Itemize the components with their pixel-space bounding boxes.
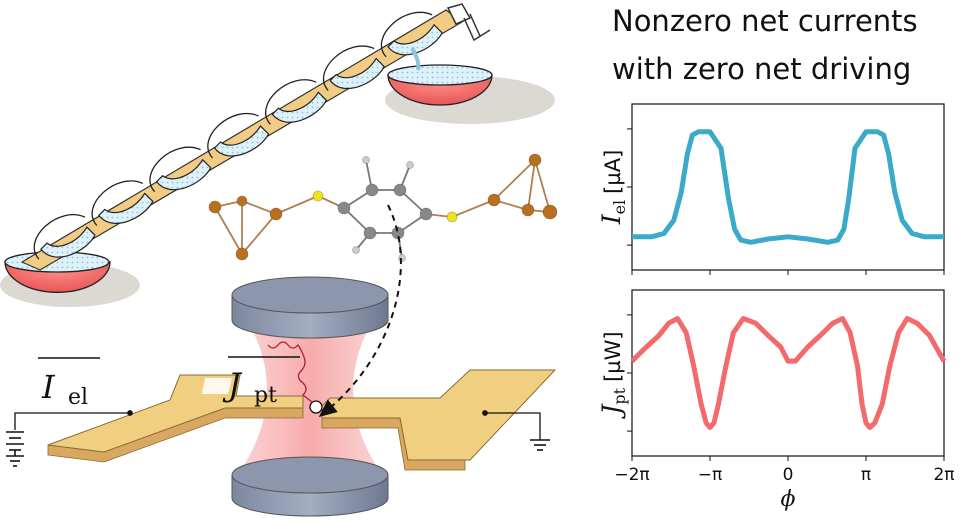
molecule-bond [493, 159, 536, 201]
molecule-atom [208, 200, 222, 214]
junction-molecule-icon [309, 400, 323, 414]
molecule-bond [343, 207, 371, 234]
archimedes-screw [0, 3, 555, 307]
molecule-bond [241, 213, 277, 255]
molecule-bond [214, 206, 243, 255]
title-line-1: Nonzero net currents [612, 4, 918, 38]
x-tick-label: 0 [783, 465, 794, 485]
plot-frame [631, 103, 945, 271]
hand-crank-icon [446, 3, 491, 42]
helix-turn [149, 146, 212, 193]
molecule-bond [534, 159, 551, 213]
battery-icon [6, 431, 24, 456]
molecule-atom [365, 183, 379, 197]
molecule-atom [406, 161, 414, 169]
ground-icon [6, 455, 24, 467]
molecule-atom [446, 211, 458, 223]
photon-wiggle [267, 341, 313, 403]
zoom-arrow [318, 204, 402, 418]
molecule-atom [528, 153, 542, 167]
molecule-atom [362, 156, 370, 164]
molecule-atom [337, 201, 351, 215]
svg-text:J: J [222, 366, 243, 404]
bottom-lens [231, 456, 389, 517]
series-line [632, 129, 944, 245]
x-tick-label: −π [698, 465, 722, 485]
left-electrode [47, 374, 304, 463]
molecule-atom [235, 247, 249, 261]
molecule-atom [393, 183, 407, 197]
molecule-atom [542, 204, 558, 220]
svg-text:el: el [68, 385, 88, 410]
helix-turn [33, 214, 96, 260]
svg-text:I: I [41, 368, 56, 406]
molecule-bond [241, 200, 277, 215]
electrodes [47, 369, 557, 471]
helix-turn [91, 180, 154, 226]
top-lens [231, 276, 389, 339]
molecule-atom [352, 246, 360, 254]
helix-turn [265, 79, 328, 125]
laser-cavity [231, 276, 389, 517]
molecule-atom [521, 203, 535, 217]
chart-heat-current: −2π −π 0 π 2π Jpt[µW] ϕ [597, 289, 955, 512]
molecule-atom [269, 207, 283, 221]
label-current-pt: J pt [222, 356, 300, 408]
molecule-bond [527, 159, 536, 211]
series-line [630, 316, 947, 430]
x-tick-label: 2π [933, 465, 954, 485]
plot-frame [631, 289, 945, 457]
helix-turn [380, 11, 443, 58]
chart-electric-current: Iel[µA] [597, 103, 945, 275]
circuit-wiring [14, 410, 541, 440]
laser-beam [234, 300, 386, 480]
helix-turn [322, 45, 385, 92]
x-tick-label: −2π [614, 465, 649, 485]
molecule-atom [312, 190, 324, 202]
label-current-el: I el [38, 357, 100, 410]
x-axis-label: ϕ [781, 487, 796, 512]
molecule-bond [275, 195, 319, 215]
molecule-bond [451, 199, 495, 218]
upper-bowl [387, 47, 493, 106]
molecule-atom [363, 226, 377, 240]
molecule-atom [419, 207, 433, 221]
molecule-atom [487, 193, 501, 207]
helix-turn [207, 113, 270, 159]
molecule-atom [398, 254, 406, 262]
title-line-2: with zero net driving [612, 52, 912, 86]
y-axis-label: Jpt[µW] [597, 331, 629, 419]
y-axis-label: Iel[µA] [597, 150, 629, 226]
molecule-atom [236, 195, 248, 207]
screw-helix [33, 11, 443, 260]
x-tick-label: π [861, 465, 871, 485]
molecule [208, 153, 558, 262]
svg-text:pt: pt [254, 383, 277, 408]
ground-icon-right [530, 439, 550, 451]
right-electrode [321, 369, 557, 471]
